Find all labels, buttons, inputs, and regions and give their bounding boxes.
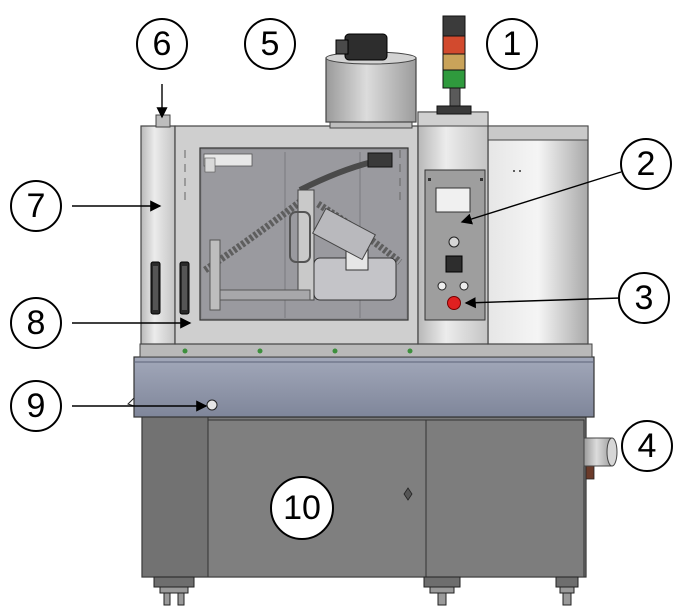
base-cabinet xyxy=(141,416,595,578)
callout-5: 5 xyxy=(244,18,296,70)
callout-6-label: 6 xyxy=(152,24,172,63)
callout-2: 2 xyxy=(620,138,672,190)
door-latch xyxy=(403,487,413,501)
callout-5-label: 5 xyxy=(260,24,280,63)
interior-mechanism xyxy=(203,152,403,318)
callout-9: 9 xyxy=(10,380,62,432)
base-band xyxy=(127,356,595,418)
callout-1: 1 xyxy=(486,18,538,70)
key-switch xyxy=(445,255,463,273)
base-control-knob xyxy=(206,399,218,411)
callout-8: 8 xyxy=(10,297,62,349)
callout-10-label: 10 xyxy=(283,488,321,527)
callout-1-label: 1 xyxy=(502,24,522,63)
extraction-unit xyxy=(325,33,417,129)
callout-2-label: 2 xyxy=(636,144,656,183)
hmi-display xyxy=(435,187,471,213)
emergency-stop-button xyxy=(447,296,461,310)
arrow-2 xyxy=(460,171,622,225)
callout-4: 4 xyxy=(621,420,673,472)
exhaust-outlet xyxy=(583,437,618,467)
callout-4-label: 4 xyxy=(637,426,657,465)
control-panel xyxy=(417,111,489,345)
callout-10: 10 xyxy=(270,476,334,540)
left-pillar xyxy=(140,114,176,345)
signal-tower xyxy=(436,15,472,115)
callout-6: 6 xyxy=(136,18,188,70)
callout-9-label: 9 xyxy=(26,386,46,425)
callout-3-label: 3 xyxy=(634,278,654,317)
callout-arrows xyxy=(72,84,622,412)
callout-8-label: 8 xyxy=(26,303,46,342)
arrow-3 xyxy=(464,297,621,309)
panel-knob xyxy=(448,236,460,248)
callout-3: 3 xyxy=(618,272,670,324)
callout-7: 7 xyxy=(10,180,62,232)
machine-feet xyxy=(153,576,579,606)
rail-markers xyxy=(182,348,413,354)
callout-7-label: 7 xyxy=(26,186,46,225)
right-housing xyxy=(487,125,589,345)
